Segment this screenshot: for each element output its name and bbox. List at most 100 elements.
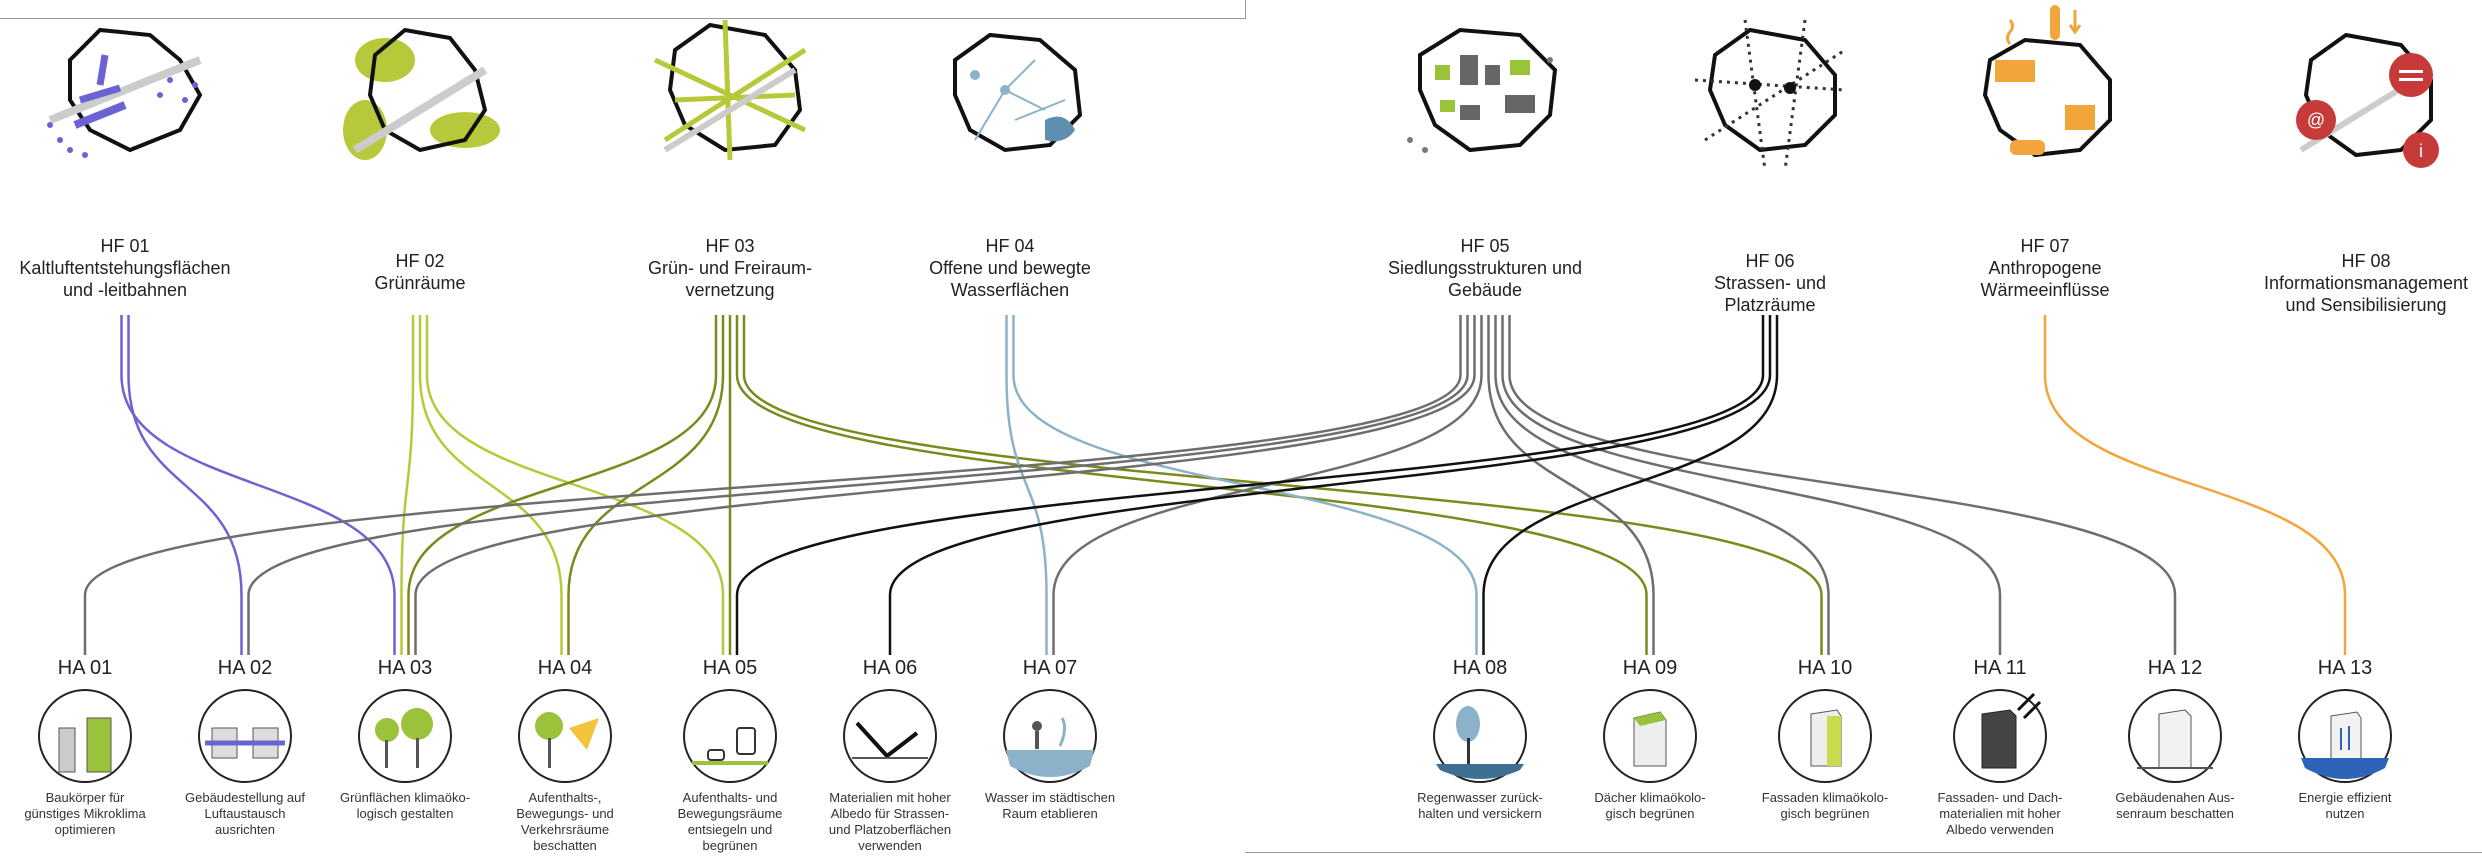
green-areas-icon xyxy=(358,689,452,783)
green-facade-icon xyxy=(1778,689,1872,783)
connector-line xyxy=(418,315,563,655)
connector-line xyxy=(1501,315,2002,655)
field-title: Strassen- und Platzräume xyxy=(1713,273,1827,315)
green-space-map-icon xyxy=(343,27,500,160)
action-text: Baukörper für günstiges Mikroklima optim… xyxy=(24,790,146,837)
action-text: Energie effizient nutzen xyxy=(2298,790,2392,821)
connector-line xyxy=(567,315,725,655)
albedo-facade-icon xyxy=(1953,689,2047,783)
connector-line xyxy=(1494,315,1830,655)
connector-line xyxy=(247,315,1469,655)
connector-line xyxy=(888,315,1772,655)
heat-map-icon xyxy=(1982,5,2112,158)
field-hf02: HF 02 Grünräume xyxy=(320,0,520,294)
cold-air-map-icon xyxy=(47,27,203,158)
action-ha10: HA 10 Fassaden klimaökolo-gisch begrünen xyxy=(1735,656,1915,822)
action-text: Fassaden klimaökolo-gisch begrünen xyxy=(1761,790,1889,821)
field-code: HF 02 xyxy=(395,251,445,271)
urban-water-icon xyxy=(1003,689,1097,783)
connector-line xyxy=(2043,315,2347,655)
field-code: HF 05 xyxy=(1460,236,1510,256)
action-text: Regenwasser zurück-halten und versickern xyxy=(1417,790,1543,821)
connector-line xyxy=(1508,315,2177,655)
action-code: HA 01 xyxy=(57,657,113,679)
field-code: HF 04 xyxy=(985,236,1035,256)
field-code: HF 07 xyxy=(2020,236,2070,256)
action-code: HA 13 xyxy=(2317,657,2373,679)
connector-line xyxy=(735,315,1648,655)
action-ha05: HA 05 Aufenthalts- und Bewegungsräume en… xyxy=(640,656,820,854)
action-ha08: HA 08 Regenwasser zurück-halten und vers… xyxy=(1390,656,1570,822)
water-map-icon xyxy=(953,32,1083,153)
field-title: Offene und bewegte Wasserflächen xyxy=(929,258,1091,300)
green-network-map-icon xyxy=(653,19,807,161)
connector-line xyxy=(1487,315,1655,655)
field-hf01: HF 01 Kaltluftentstehungsflächen und -le… xyxy=(19,0,231,301)
information-map-icon: @ i xyxy=(2296,32,2439,168)
connector-line xyxy=(407,315,718,655)
action-ha11: HA 11 Fassaden- und Dach-materialien mit… xyxy=(1910,656,2090,838)
action-ha13: HA 13 Energie effizient nutzen xyxy=(2255,656,2435,822)
action-ha09: HA 09 Dächer klimaökolo-gisch begrünen xyxy=(1560,656,1740,822)
action-ha07: HA 07 Wasser im städtischen Raum etablie… xyxy=(960,656,1140,822)
action-text: Gebäudestellung auf Luftaustausch ausric… xyxy=(185,790,305,837)
action-code: HA 09 xyxy=(1622,657,1678,679)
action-text: Dächer klimaökolo-gisch begrünen xyxy=(1594,790,1706,821)
action-code: HA 04 xyxy=(537,657,593,679)
field-title: Informationsmanagement und Sensibilisier… xyxy=(2263,273,2469,315)
streets-map-icon xyxy=(1694,19,1846,171)
rainwater-icon xyxy=(1433,689,1527,783)
action-code: HA 05 xyxy=(702,657,758,679)
field-hf08: @ i HF 08 Informationsmanagement und Sen… xyxy=(2250,0,2482,316)
building-form-icon xyxy=(38,689,132,783)
action-code: HA 08 xyxy=(1452,657,1508,679)
action-ha02: HA 02 Gebäudestellung auf Luftaustausch … xyxy=(155,656,335,838)
action-text: Aufenthalts-, Bewegungs- und Verkehrsräu… xyxy=(516,790,614,853)
action-code: HA 07 xyxy=(1022,657,1078,679)
shading-icon xyxy=(518,689,612,783)
field-code: HF 03 xyxy=(705,236,755,256)
action-ha01: HA 01 Baukörper für günstiges Mikroklima… xyxy=(0,656,175,838)
frame-bottom-border xyxy=(1245,852,2482,853)
svg-text:@: @ xyxy=(2307,110,2325,130)
action-code: HA 03 xyxy=(377,657,433,679)
action-ha03: HA 03 Grünflächen klimaöko-logisch gesta… xyxy=(315,656,495,822)
action-text: Materialien mit hoher Albedo für Strasse… xyxy=(828,790,952,853)
field-code: HF 01 xyxy=(100,236,150,256)
unsealing-icon xyxy=(683,689,777,783)
action-code: HA 10 xyxy=(1797,657,1853,679)
field-title: Siedlungsstrukturen und Gebäude xyxy=(1387,258,1583,300)
action-text: Gebäudenahen Aus-senraum beschatten xyxy=(2115,790,2235,821)
green-roof-icon xyxy=(1603,689,1697,783)
settlement-map-icon xyxy=(1407,27,1558,153)
building-orientation-icon xyxy=(198,689,292,783)
action-ha06: HA 06 Materialien mit hoher Albedo für S… xyxy=(800,656,980,854)
connector-line xyxy=(1005,315,1048,655)
field-code: HF 06 xyxy=(1745,251,1795,271)
connector-line xyxy=(400,315,415,655)
connector-line xyxy=(414,315,1476,655)
action-text: Fassaden- und Dach-materialien mit hoher… xyxy=(1937,790,2063,837)
energy-efficiency-icon xyxy=(2298,689,2392,783)
connector-line xyxy=(425,315,725,655)
field-hf04: HF 04 Offene und bewegte Wasserflächen xyxy=(910,0,1110,301)
action-text: Grünflächen klimaöko-logisch gestalten xyxy=(339,790,471,821)
connector-line xyxy=(735,315,1765,655)
field-title: Grünräume xyxy=(374,273,466,293)
frame-top-border xyxy=(0,0,1246,19)
field-hf03: HF 03 Grün- und Freiraum-vernetzung xyxy=(630,0,830,301)
building-shade-icon xyxy=(2128,689,2222,783)
action-code: HA 11 xyxy=(1973,657,2027,679)
field-hf05: HF 05 Siedlungsstrukturen und Gebäude xyxy=(1385,0,1585,301)
connector-line xyxy=(1052,315,1483,655)
svg-text:i: i xyxy=(2419,141,2423,161)
field-hf06: HF 06 Strassen- und Platzräume xyxy=(1670,0,1870,316)
field-title: Kaltluftentstehungsflächen und -leitbahn… xyxy=(19,258,231,300)
field-title: Grün- und Freiraum-vernetzung xyxy=(647,258,813,300)
albedo-surface-icon xyxy=(843,689,937,783)
connector-line xyxy=(1482,315,1779,655)
action-text: Aufenthalts- und Bewegungsräume entsiege… xyxy=(677,790,783,853)
action-text: Wasser im städtischen Raum etablieren xyxy=(984,790,1116,821)
